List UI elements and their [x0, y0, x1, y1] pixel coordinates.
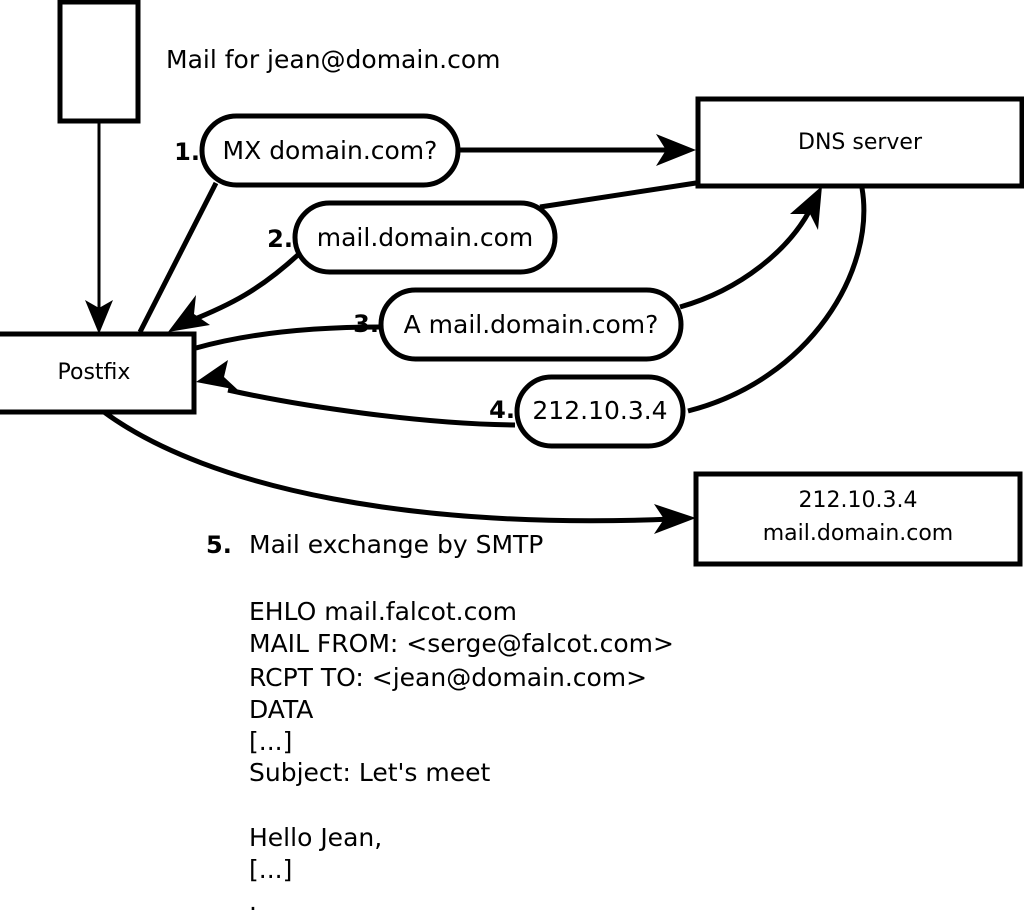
edge-postfix-to-step1	[137, 181, 219, 334]
bubble-step-4: 212.10.3.4	[514, 374, 686, 449]
transcript-line: Hello Jean,	[249, 823, 382, 852]
edge-step3-to-dns	[679, 186, 822, 310]
step-number-3: 3.	[353, 310, 379, 338]
node-postfix: Postfix	[0, 331, 197, 415]
edge-step2-to-postfix	[168, 251, 302, 332]
bubble-step-1: MX domain.com?	[199, 113, 461, 188]
node-sender-box	[57, 0, 141, 124]
transcript-line: EHLO mail.falcot.com	[249, 597, 517, 626]
mail-server-ip: 212.10.3.4	[799, 488, 918, 513]
edge-dns-to-step2	[539, 180, 697, 210]
step-5-label: Mail exchange by SMTP	[249, 530, 543, 559]
step-number-4: 4.	[489, 396, 515, 424]
edge-step1-to-dns	[458, 134, 696, 166]
transcript-line: [...]	[249, 727, 292, 756]
step-number-1: 1.	[174, 138, 200, 166]
mail-server-hostname: mail.domain.com	[763, 521, 954, 546]
bubble-step-2: mail.domain.com	[292, 200, 558, 275]
edge-dns-to-step4	[687, 187, 867, 414]
edge-step4-to-postfix	[196, 360, 516, 428]
edge-sender-to-postfix	[85, 123, 113, 334]
node-mail-server: 212.10.3.4 mail.domain.com	[693, 471, 1023, 567]
bubble-step-3-label: A mail.domain.com?	[404, 310, 659, 339]
step-number-2: 2.	[267, 225, 293, 253]
transcript-line: Subject: Let's meet	[249, 758, 490, 787]
dns-server-label: DNS server	[798, 130, 923, 155]
step-number-5: 5.	[206, 531, 232, 559]
transcript-line: RCPT TO: <jean@domain.com>	[249, 663, 647, 692]
node-dns-server: DNS server	[695, 96, 1024, 189]
edge-postfix-to-step3	[195, 324, 382, 351]
bubble-step-2-label: mail.domain.com	[317, 223, 533, 252]
edge-postfix-to-mailserver	[102, 409, 696, 534]
bubble-step-1-label: MX domain.com?	[223, 136, 438, 165]
bubble-step-4-label: 212.10.3.4	[532, 396, 667, 425]
transcript-line: .	[249, 887, 257, 916]
transcript-line: [...]	[249, 855, 292, 884]
mail-for-caption: Mail for jean@domain.com	[166, 45, 501, 74]
transcript-line: MAIL FROM: <serge@falcot.com>	[249, 629, 674, 658]
transcript-line: DATA	[249, 695, 313, 724]
postfix-label: Postfix	[58, 360, 131, 385]
bubble-step-3: A mail.domain.com?	[378, 287, 684, 362]
